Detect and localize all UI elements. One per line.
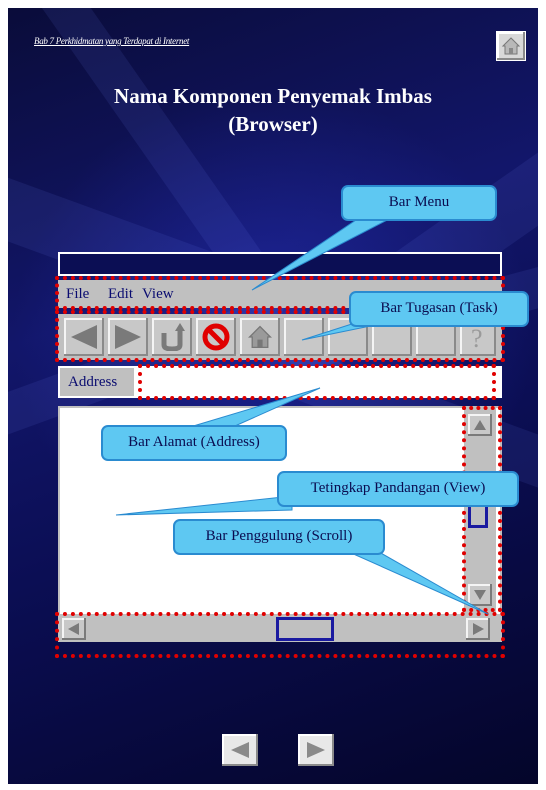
- page-title-line2: (Browser): [228, 112, 318, 136]
- back-button[interactable]: [64, 318, 104, 356]
- left-triangle-icon: [68, 623, 79, 635]
- next-slide-button[interactable]: [298, 734, 334, 766]
- vertical-scrollbar[interactable]: [464, 408, 496, 614]
- home-button[interactable]: [496, 31, 526, 61]
- scroll-up-button[interactable]: [468, 414, 492, 436]
- scroll-down-button[interactable]: [468, 584, 492, 606]
- browser-menu-bar: File Edit View: [58, 280, 502, 308]
- browser-address-bar: Address: [58, 366, 502, 398]
- next-triangle-icon: [307, 742, 325, 758]
- horizontal-scrollbar[interactable]: [58, 616, 502, 642]
- stop-button[interactable]: [196, 318, 236, 356]
- address-label: Address: [60, 368, 134, 396]
- help-button[interactable]: ?: [460, 318, 496, 356]
- scroll-right-button[interactable]: [466, 618, 490, 640]
- toolbar-blank-button[interactable]: [372, 318, 412, 356]
- page-title-line1: Nama Komponen Penyemak Imbas: [114, 84, 432, 108]
- browser-toolbar: ?: [58, 314, 502, 360]
- menu-item-edit[interactable]: Edit: [108, 286, 133, 302]
- refresh-button[interactable]: [152, 318, 192, 356]
- browser-title-bar: [58, 252, 502, 276]
- previous-slide-button[interactable]: [222, 734, 258, 766]
- svg-text:?: ?: [471, 324, 483, 351]
- up-triangle-icon: [474, 420, 486, 430]
- vertical-scroll-thumb[interactable]: [468, 500, 488, 528]
- right-triangle-icon: [473, 623, 484, 635]
- refresh-icon: [161, 323, 185, 351]
- toolbar-blank-button[interactable]: [284, 318, 324, 356]
- scroll-left-button[interactable]: [62, 618, 86, 640]
- horizontal-scroll-thumb[interactable]: [276, 617, 334, 641]
- stop-icon: [202, 323, 230, 351]
- down-triangle-icon: [474, 590, 486, 600]
- toolbar-blank-button[interactable]: [328, 318, 368, 356]
- help-icon: ?: [471, 324, 483, 351]
- forward-button[interactable]: [108, 318, 148, 356]
- home-icon: [248, 325, 272, 349]
- page-title: Nama Komponen Penyemak Imbas (Browser): [68, 82, 478, 138]
- home-icon: [501, 37, 521, 55]
- back-arrow-icon: [71, 325, 97, 349]
- toolbar-blank-button[interactable]: [416, 318, 456, 356]
- forward-arrow-icon: [115, 325, 141, 349]
- address-input[interactable]: [190, 368, 494, 396]
- toolbar-home-button[interactable]: [240, 318, 280, 356]
- previous-triangle-icon: [231, 742, 249, 758]
- menu-item-file[interactable]: File: [66, 286, 90, 302]
- browser-view-window[interactable]: [58, 406, 502, 616]
- chapter-header-link[interactable]: Bab 7 Perkhidmatan yang Terdapat di Inte…: [34, 36, 190, 46]
- menu-item-view[interactable]: View: [142, 286, 174, 302]
